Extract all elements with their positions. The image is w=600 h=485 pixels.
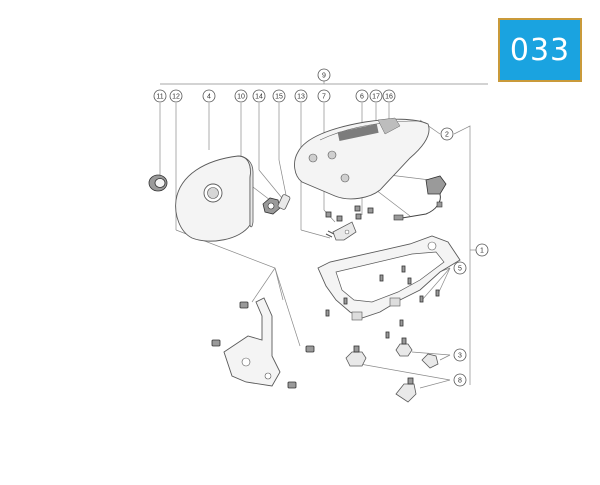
svg-text:4: 4 — [207, 94, 211, 101]
callout-4: 4 — [202, 89, 216, 103]
part-nut — [262, 197, 281, 215]
svg-text:6: 6 — [360, 94, 364, 101]
svg-text:16: 16 — [385, 94, 393, 101]
callout-11: 11 — [153, 89, 167, 103]
svg-text:3: 3 — [458, 353, 462, 360]
svg-text:8: 8 — [458, 378, 462, 385]
callout-9: 9 — [317, 68, 331, 82]
callout-5: 5 — [453, 261, 467, 275]
callout-13: 13 — [294, 89, 308, 103]
callout-15: 15 — [272, 89, 286, 103]
part-spacer — [277, 194, 291, 210]
part-screws — [325, 265, 440, 339]
callout-12: 12 — [169, 89, 183, 103]
svg-text:11: 11 — [156, 94, 163, 101]
page-number-badge: 033 — [498, 18, 582, 82]
part-hinge-bracket — [325, 205, 374, 241]
svg-text:12: 12 — [172, 94, 180, 101]
callout-1: 1 — [475, 243, 489, 257]
callout-16: 16 — [382, 89, 396, 103]
callout-14: 14 — [252, 89, 266, 103]
callout-9-bracket — [160, 81, 488, 85]
callout-6: 6 — [355, 89, 369, 103]
callout-8: 8 — [453, 373, 467, 387]
callout-17: 17 — [369, 89, 383, 103]
part-seat-frame — [317, 235, 461, 321]
callout-10: 10 — [234, 89, 248, 103]
svg-text:2: 2 — [445, 132, 449, 139]
svg-text:10: 10 — [237, 94, 245, 101]
part-seat-lock — [393, 175, 447, 221]
svg-text:17: 17 — [372, 94, 380, 101]
part-side-cover — [175, 155, 254, 242]
svg-text:15: 15 — [275, 94, 283, 101]
callout-3: 3 — [453, 348, 467, 362]
part-seat-cowl — [294, 117, 430, 200]
callout-7: 7 — [317, 89, 331, 103]
svg-text:7: 7 — [322, 94, 326, 101]
part-grommet — [148, 174, 168, 192]
part-lower-bracket — [211, 297, 315, 389]
svg-text:13: 13 — [297, 94, 305, 101]
svg-text:14: 14 — [255, 94, 263, 101]
svg-text:1: 1 — [480, 248, 484, 255]
part-rubber-buffers — [345, 337, 439, 403]
callout-2: 2 — [440, 127, 454, 141]
svg-text:9: 9 — [322, 73, 326, 80]
svg-text:5: 5 — [458, 266, 462, 273]
